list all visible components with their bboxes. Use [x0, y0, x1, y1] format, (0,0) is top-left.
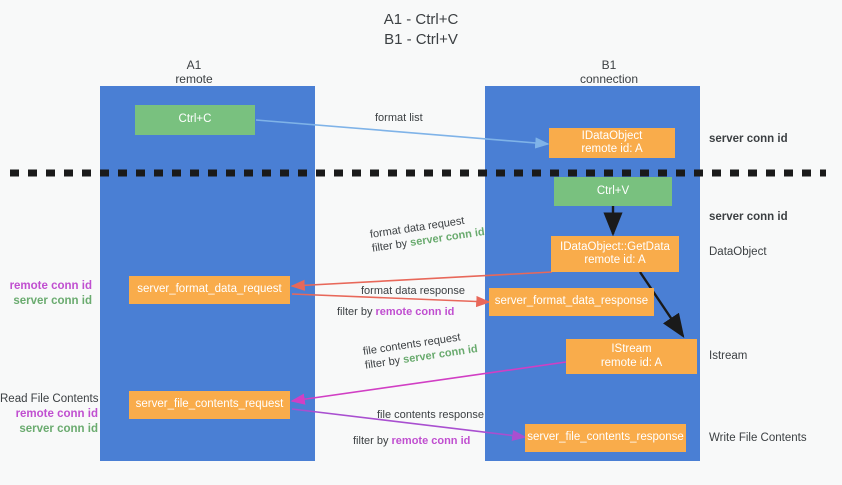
- node-getdata-label: IDataObject::GetData: [560, 240, 670, 253]
- side-label-dataobject: DataObject: [709, 246, 767, 258]
- edge-label-format-data-response: format data response: [361, 285, 465, 297]
- node-server-format-data-response[interactable]: server_format_data_response: [489, 288, 654, 316]
- side-label-write-file-contents: Write File Contents: [709, 432, 807, 444]
- node-idataobject[interactable]: IDataObject remote id: A: [549, 128, 675, 158]
- node-ctrl-c[interactable]: Ctrl+C: [135, 105, 255, 135]
- column-a1-name: A1: [186, 58, 202, 72]
- edge-label-format-data-response-filter: filter by remote conn id: [337, 305, 454, 319]
- side-label-read-file-contents: Read File Contents: [0, 393, 99, 405]
- side-label-server-conn-id-top: server conn id: [709, 133, 788, 145]
- node-idataobject-remote-id: remote id: A: [581, 143, 643, 155]
- node-server-format-data-response-label: server_format_data_response: [494, 295, 649, 308]
- node-istream-label: IStream: [611, 343, 652, 355]
- side-label-group-read-file-contents: Read File Contents remote conn id server…: [0, 392, 98, 437]
- edge-label-format-data-request: format data request filter by server con…: [369, 211, 486, 256]
- filter-prefix-4: filter by: [353, 435, 392, 447]
- node-ctrl-c-label: Ctrl+C: [178, 113, 212, 126]
- node-ctrl-v[interactable]: Ctrl+V: [554, 177, 672, 206]
- column-a1-sub: remote: [175, 72, 213, 86]
- side-label-istream: Istream: [709, 350, 748, 362]
- side-label-server-conn-id-1: server conn id: [13, 295, 92, 307]
- edge-label-file-contents-response: file contents response: [377, 409, 485, 421]
- node-server-file-contents-response[interactable]: server_file_contents_response: [525, 424, 686, 452]
- edge-label-format-list: format list: [375, 112, 423, 124]
- side-label-server-conn-id-2: server conn id: [19, 423, 98, 435]
- node-server-file-contents-request[interactable]: server_file_contents_request: [129, 391, 290, 419]
- node-getdata-remote-id: remote id: A: [584, 254, 646, 266]
- node-server-file-contents-request-label: server_file_contents_request: [135, 398, 284, 411]
- column-b1-sub: connection: [579, 72, 639, 86]
- node-istream[interactable]: IStream remote id: A: [566, 339, 697, 374]
- filter-prefix-2: filter by: [337, 306, 376, 318]
- node-idataobject-label: IDataObject: [581, 129, 643, 142]
- page-title: A1 - Ctrl+C B1 - Ctrl+V: [0, 10, 842, 50]
- side-label-remote-conn-id-1: remote conn id: [9, 280, 92, 292]
- title-line-1: A1 - Ctrl+C: [383, 11, 459, 28]
- node-ctrl-v-label: Ctrl+V: [596, 184, 630, 197]
- side-label-group-conn-ids-1: remote conn id server conn id: [0, 279, 92, 309]
- filter-key-remote-conn-id-1: remote conn id: [375, 306, 455, 318]
- filter-key-remote-conn-id-2: remote conn id: [391, 435, 471, 447]
- column-b1-name: B1: [601, 58, 617, 72]
- title-line-2: B1 - Ctrl+V: [384, 31, 458, 48]
- node-server-file-contents-response-label: server_file_contents_response: [527, 431, 684, 444]
- node-istream-remote-id: remote id: A: [600, 356, 663, 369]
- column-header-a1: A1 remote: [114, 58, 274, 86]
- side-label-server-conn-id-mid: server conn id: [709, 211, 788, 223]
- node-server-format-data-request-label: server_format_data_request: [137, 283, 282, 296]
- side-label-remote-conn-id-2: remote conn id: [15, 408, 98, 420]
- edge-label-file-contents-response-filter: filter by remote conn id: [353, 434, 470, 448]
- column-header-b1: B1 connection: [529, 58, 689, 86]
- node-server-format-data-request[interactable]: server_format_data_request: [129, 276, 290, 304]
- edge-label-file-contents-request: file contents request filter by server c…: [362, 328, 479, 373]
- node-idataobject-getdata[interactable]: IDataObject::GetData remote id: A: [551, 236, 679, 272]
